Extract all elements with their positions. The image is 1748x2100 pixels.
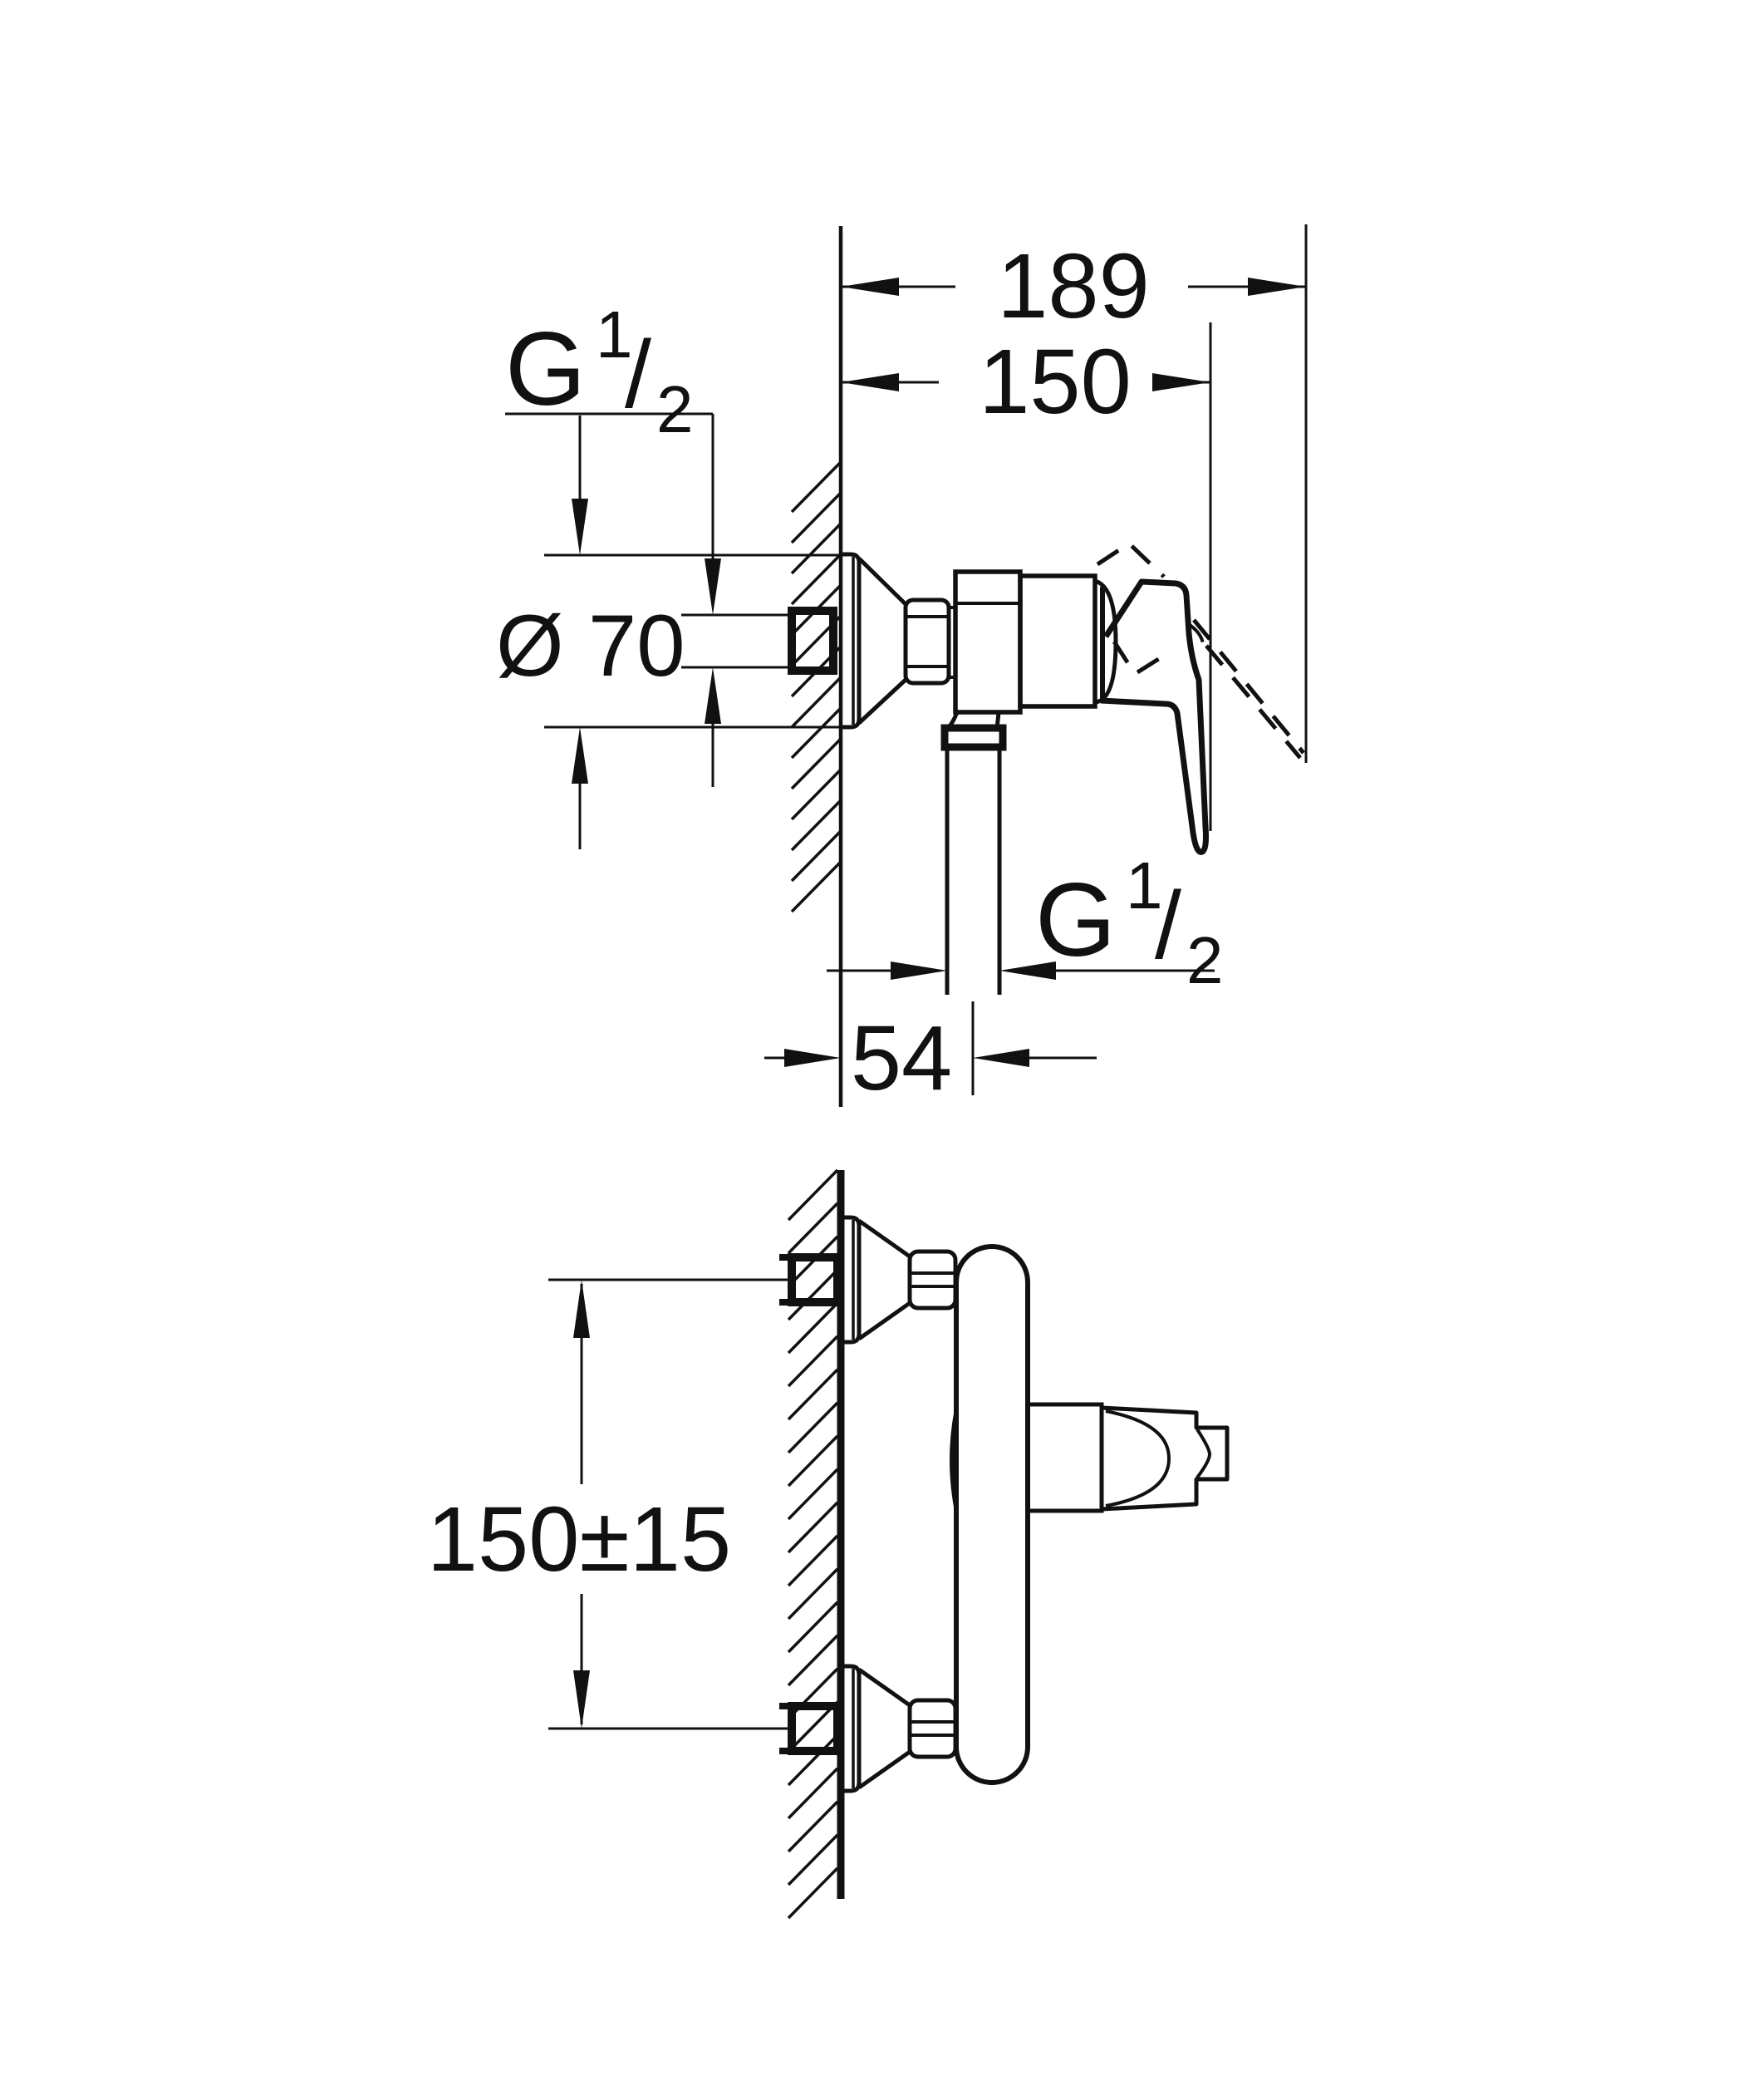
side-view: 189 150 G 1 / 2	[496, 224, 1308, 1109]
dim-189-label: 189	[997, 235, 1150, 337]
g12-outlet-g: G	[1035, 863, 1116, 978]
wall-hatch-front	[787, 1168, 839, 1920]
g12-outlet-sub: 2	[1186, 923, 1224, 997]
lever-handle-side-view	[1100, 578, 1209, 855]
wall-side-view	[790, 226, 843, 1107]
g12-outlet-slash: /	[1155, 873, 1181, 979]
dimension-54: 54	[764, 1007, 1097, 1109]
wall-hatch-side	[790, 460, 842, 913]
dimension-189: 189	[841, 224, 1308, 763]
lever-handle-open-position-dashed	[1096, 540, 1305, 760]
escutcheon-side-view	[841, 552, 907, 730]
wall-front-view	[787, 1168, 845, 1920]
front-view: 150±15	[427, 1168, 1230, 1920]
dim-150-label: 150	[979, 331, 1132, 433]
wall-union-square-side-view	[788, 607, 837, 675]
inlet-connection-top	[779, 1215, 958, 1345]
mixer-body-side-view	[953, 569, 1118, 715]
dim-d70-label: Ø 70	[496, 598, 685, 695]
dim-150pm15-label: 150±15	[427, 1488, 731, 1591]
dimension-150pm15: 150±15	[427, 1278, 790, 1730]
g12-inlet-g: G	[505, 312, 586, 427]
mixer-body-front-view	[950, 1244, 1104, 1785]
dimension-inlet-thread-g12: G 1 / 2	[505, 298, 789, 787]
dimension-diameter-70: Ø 70	[496, 416, 839, 849]
g12-outlet-sup: 1	[1126, 848, 1163, 922]
dimension-150: 150	[841, 322, 1212, 831]
union-nut-side-view	[903, 598, 957, 686]
dimension-outlet-thread-g12: G 1 / 2	[827, 848, 1224, 997]
lever-handle-front-view	[1101, 1405, 1230, 1512]
g12-inlet-sup: 1	[596, 298, 633, 371]
dim-54-label: 54	[851, 1007, 952, 1109]
g12-inlet-sub: 2	[656, 372, 694, 446]
inlet-connection-bottom	[779, 1664, 958, 1793]
g12-inlet-slash: /	[625, 322, 651, 428]
shower-outlet-side-view	[940, 711, 1007, 1095]
